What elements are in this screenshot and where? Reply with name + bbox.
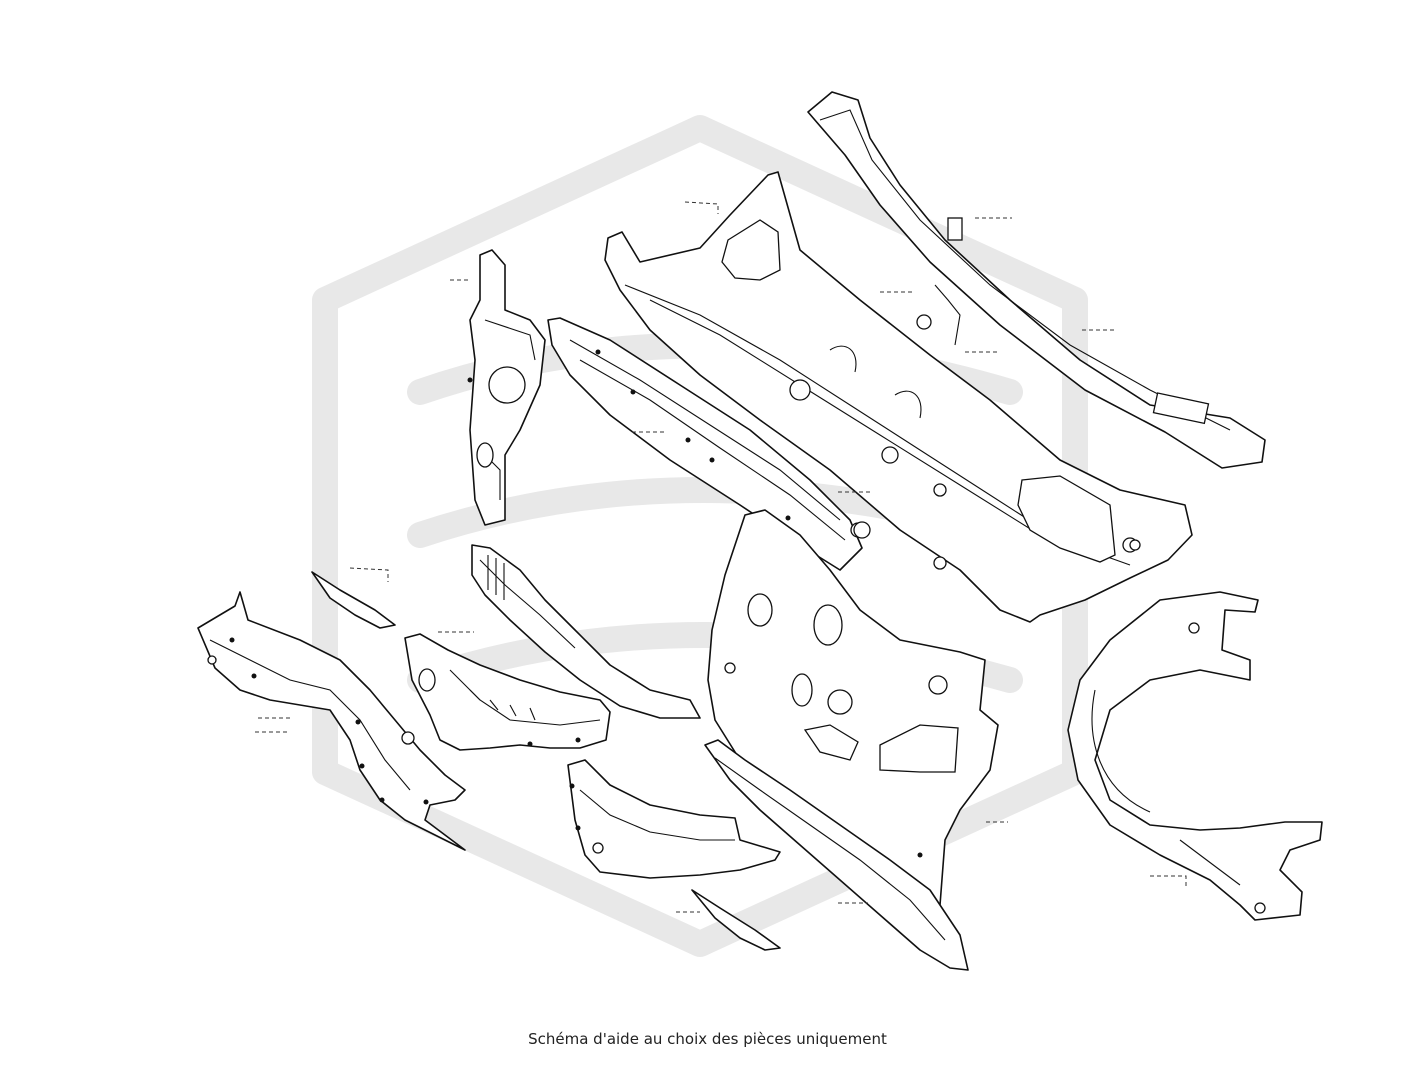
windshield-cowl-strip[interactable]: [807, 91, 1266, 469]
left-apron-lower[interactable]: [567, 759, 781, 879]
diagram-caption: Schéma d'aide au choix des pièces unique…: [528, 1030, 887, 1048]
left-inner-fender-upper[interactable]: [471, 544, 701, 719]
callout-leaders: [255, 201, 1187, 913]
small-bracket-upper[interactable]: [311, 571, 396, 629]
small-bracket-lower[interactable]: [691, 889, 781, 951]
dash-crossmember[interactable]: [547, 317, 866, 571]
cowl-top-panel[interactable]: [604, 171, 1193, 623]
left-front-rail[interactable]: [197, 591, 466, 851]
lower-sill-rail[interactable]: [704, 739, 969, 971]
left-shock-tower-panel[interactable]: [469, 249, 546, 526]
left-apron-reinforcement[interactable]: [404, 633, 611, 751]
right-wheelhouse[interactable]: [1067, 591, 1323, 921]
fasteners: [229, 349, 1141, 858]
